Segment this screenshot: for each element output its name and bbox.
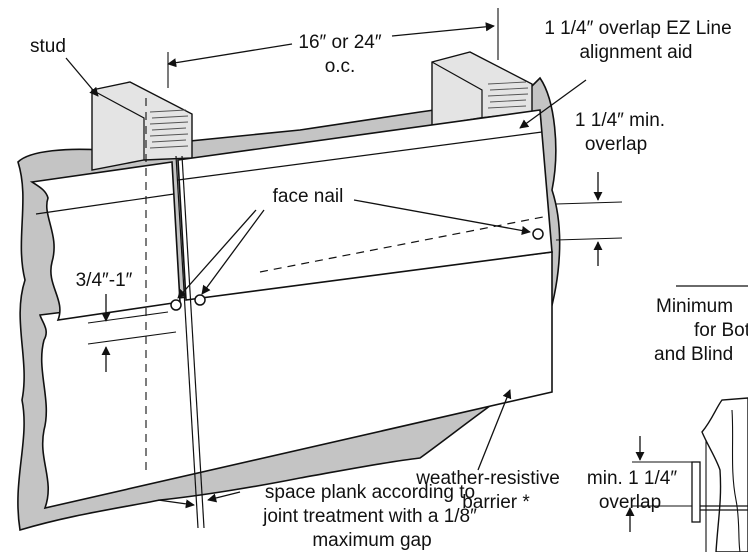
face-nail-leader-right	[353, 199, 531, 236]
ez-label-line2: alignment aid	[579, 42, 692, 63]
overlap-ext-bottom	[555, 237, 623, 241]
gap-arrow-right	[207, 491, 241, 503]
stud-label: stud	[30, 36, 66, 57]
joint-gap-line-2	[181, 155, 205, 529]
hidden-plank-edge	[259, 215, 549, 273]
min-overlap-label-line2: overlap	[585, 134, 647, 155]
face-nail-leader-left	[177, 209, 257, 299]
inset-title-line1: Minimum	[656, 296, 733, 317]
spacing-label-line1: 16″ or 24″	[298, 32, 381, 53]
nail-offset-label: 3/4″-1″	[76, 270, 133, 291]
gap-arrow-left	[157, 499, 195, 509]
offset-ext-top	[87, 311, 169, 324]
ez-label-line1: 1 1/4″ overlap EZ Line	[544, 18, 731, 39]
inset-overlap-label-line2: overlap	[599, 492, 661, 513]
barrier-leader	[477, 389, 512, 471]
overlap-ext-top	[555, 201, 623, 205]
inset-detail	[632, 285, 748, 552]
space-label-line1: space plank according to	[265, 482, 475, 503]
weather-label-line2: barrier *	[462, 492, 530, 513]
spacing-arrow-right	[391, 22, 495, 37]
spacing-label-line2: o.c.	[325, 56, 356, 77]
nail-center	[194, 294, 206, 306]
lower-plank	[38, 251, 553, 510]
nail-left	[170, 299, 182, 311]
weather-label-line1: weather-resistive	[415, 468, 560, 489]
min-overlap-label-line1: 1 1/4″ min.	[575, 110, 665, 131]
joint-gap-line-1	[175, 155, 199, 529]
face-nail-leader-mid	[201, 209, 265, 295]
ez-line-right	[177, 131, 543, 181]
nail-right	[532, 228, 544, 240]
inset-title-line3: and Blind	[654, 344, 733, 365]
inset-overlap-label-line1: min. 1 1/4″	[587, 468, 677, 489]
space-label-line2: joint treatment with a 1/8″	[262, 506, 477, 527]
stud-leader	[65, 57, 99, 97]
ez-line-left	[35, 193, 175, 215]
upper-plank-right	[177, 109, 553, 301]
inset-title-line2: for Both	[694, 320, 748, 341]
offset-ext-bottom	[87, 331, 177, 345]
ez-leader	[519, 79, 587, 129]
spacing-arrow-left	[167, 43, 293, 68]
face-nail-label: face nail	[273, 186, 344, 207]
stud-left	[91, 81, 193, 171]
space-label-line3: maximum gap	[312, 530, 431, 551]
upper-plank-left	[29, 161, 181, 321]
